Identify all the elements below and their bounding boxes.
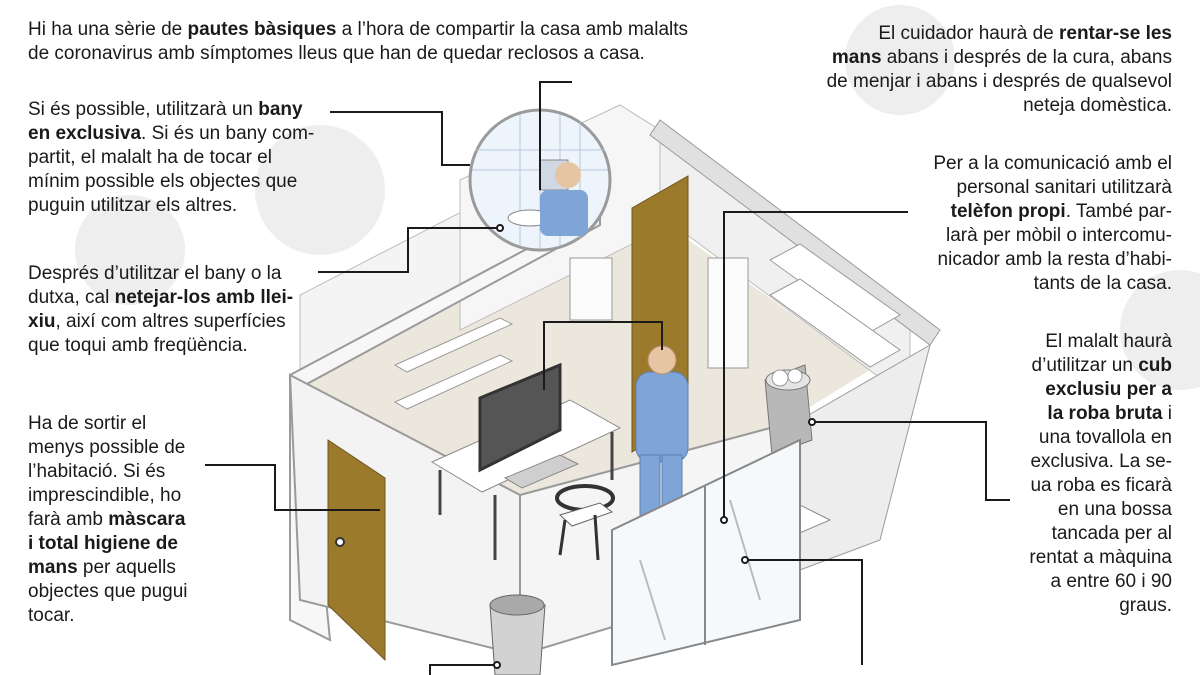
- fridge: [707, 257, 749, 369]
- leader-caregiver: [539, 81, 572, 190]
- leader-cleaning: [318, 227, 500, 273]
- entrance-door: [327, 439, 386, 662]
- computer-monitor: [478, 362, 562, 473]
- leader-phone: [723, 211, 908, 520]
- virus-background-shapes: [75, 5, 1200, 390]
- leader-monitor: [543, 321, 663, 350]
- chair-leg: [558, 519, 567, 556]
- leader-dots: [493, 224, 816, 669]
- chair-leg: [593, 514, 600, 561]
- kitchen-shelf: [769, 278, 901, 368]
- door-knob: [335, 537, 345, 547]
- annotation-phone: Per a la comunicació amb el personal san…: [933, 153, 1172, 294]
- shelf-lower: [393, 354, 514, 410]
- intro-text: Hi ha una sèrie de pautes bàsiques a l’h…: [28, 19, 689, 64]
- annotation-caregiver: El cuidador haurà de rentar-se les mans …: [826, 23, 1172, 116]
- annotation-leave-room: Ha de sortir el menys possible de l’habi…: [28, 413, 188, 626]
- leader-leave-room: [205, 464, 380, 511]
- annotation-bathroom: Si és possible, utilitzarà un bany en ex…: [28, 99, 315, 216]
- annotation-cleaning: Després d’utilitzar el bany o la dutxa, …: [28, 263, 294, 356]
- keyboard: [503, 454, 580, 489]
- chair-seat: [559, 502, 614, 527]
- glass-door: [611, 438, 801, 667]
- shelf-upper: [393, 317, 514, 373]
- leader-laundry: [812, 421, 1010, 501]
- wall-cabinet: [569, 257, 613, 321]
- leader-table: [745, 559, 863, 665]
- annotation-laundry: El malalt haurà d’utilitzar un cub exclu…: [1029, 331, 1172, 616]
- leader-trash: [429, 664, 497, 675]
- laundry-bin: [764, 364, 813, 456]
- leader-lines: [205, 81, 1010, 675]
- trash-can: [489, 594, 546, 675]
- leader-bathroom: [330, 111, 470, 166]
